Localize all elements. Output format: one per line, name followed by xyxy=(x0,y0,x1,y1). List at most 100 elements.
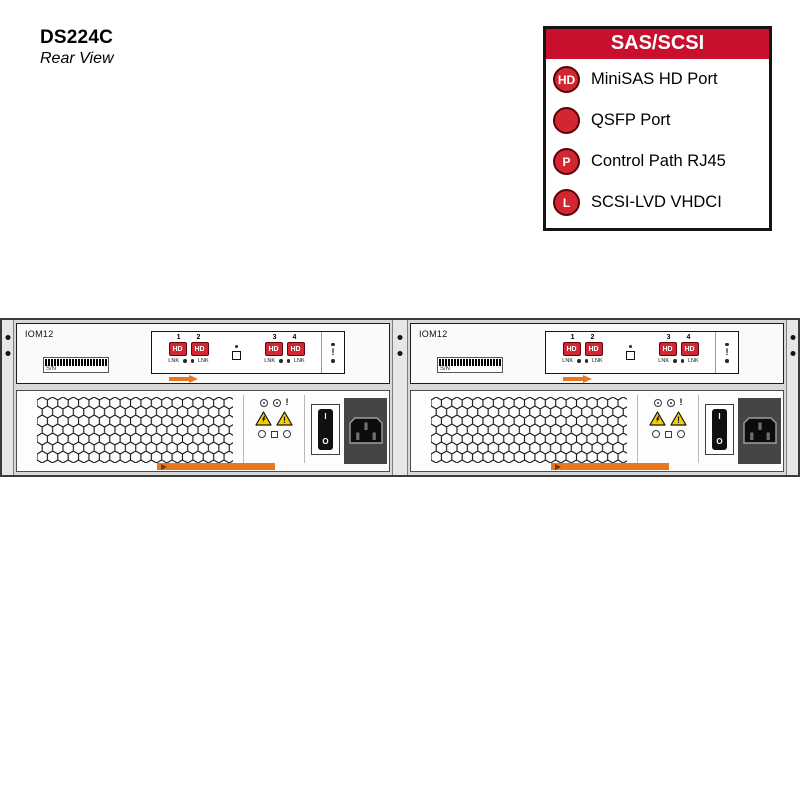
serial-tag: S/N xyxy=(43,357,109,373)
link-led-icon xyxy=(577,359,581,363)
switch-off-label: O xyxy=(716,437,723,446)
indicator-icon xyxy=(270,430,278,438)
port-number: 2 xyxy=(590,334,595,341)
link-led-icon xyxy=(680,359,684,363)
screw-icon xyxy=(397,351,403,356)
cam-latch xyxy=(169,375,198,383)
scsi-lvd-vhdci-icon: L xyxy=(553,189,580,216)
port-group-3-4: 3 4 HD HD LNK LNK xyxy=(248,332,321,373)
legend-label: Control Path RJ45 xyxy=(591,152,726,170)
lnk-label: LNK xyxy=(198,358,209,364)
minisas-hd-port-2: HD xyxy=(190,342,209,356)
arrow-right-icon xyxy=(161,463,167,470)
center-divider xyxy=(392,320,408,475)
lnk-label: LNK xyxy=(592,358,603,364)
minisas-hd-port-3: HD xyxy=(658,342,677,356)
hd-port-label: HD xyxy=(172,345,183,353)
legend-item-control-path: P Control Path RJ45 xyxy=(546,141,769,182)
minisas-hd-port-4: HD xyxy=(286,342,305,356)
switch-off-label: O xyxy=(322,437,329,446)
legend-label: SCSI-LVD VHDCI xyxy=(591,193,722,211)
switch-on-label: I xyxy=(718,412,721,421)
serial-tag: S/N xyxy=(437,357,503,373)
square-icon xyxy=(232,351,241,361)
title-block: DS224C Rear View xyxy=(40,27,114,68)
hd-port-label: HD xyxy=(290,345,301,353)
hd-port-label: HD xyxy=(566,345,577,353)
psu-module-a: ! ! xyxy=(16,390,390,472)
mounting-ear-left xyxy=(2,320,14,475)
indicator-icon xyxy=(282,430,291,438)
screw-icon xyxy=(790,351,795,356)
warning-icon: ! xyxy=(276,411,293,426)
lnk-label: LNK xyxy=(658,358,669,364)
lnk-label: LNK xyxy=(688,358,699,364)
port-numbers: 1 2 xyxy=(177,334,201,341)
lnk-label: LNK xyxy=(168,358,179,364)
port-number: 3 xyxy=(272,334,277,341)
port-number: 1 xyxy=(570,334,575,341)
indicator-icon xyxy=(676,430,685,438)
power-switch: I O xyxy=(311,404,340,455)
minisas-hd-port-2: HD xyxy=(584,342,603,356)
screw-icon xyxy=(5,351,10,356)
legend-box: SAS/SCSI HD MiniSAS HD Port QSFP Port P … xyxy=(543,26,772,231)
port-group-1-2: 1 2 HD HD LNK LNK xyxy=(152,332,225,373)
port-numbers: 3 4 xyxy=(667,334,691,341)
link-led-icon xyxy=(673,359,677,363)
attention-icon: ! xyxy=(725,347,729,357)
indicator-icon xyxy=(257,430,266,438)
alert-glyph: ! xyxy=(677,415,680,425)
port-numbers: 3 4 xyxy=(273,334,297,341)
chassis-half-left: IOM12 S/N 1 2 HD HD xyxy=(14,320,392,475)
minisas-hd-port-1: HD xyxy=(562,342,581,356)
iom-label: IOM12 xyxy=(25,329,54,339)
indicator-icon xyxy=(651,430,660,438)
status-led-icon xyxy=(653,398,662,407)
electric-warning-icon xyxy=(255,411,272,426)
legend-item-minisas: HD MiniSAS HD Port xyxy=(546,59,769,100)
barcode-icon xyxy=(439,359,501,366)
status-led-icon xyxy=(259,398,268,407)
hd-port-label: HD xyxy=(684,345,695,353)
attention-icon: ! xyxy=(679,397,683,407)
power-inlet-panel xyxy=(344,398,387,464)
minisas-hd-port-4: HD xyxy=(680,342,699,356)
link-led-icon xyxy=(286,359,290,363)
status-led-icon xyxy=(725,342,729,346)
barcode-icon xyxy=(45,359,107,366)
port-number: 4 xyxy=(292,334,297,341)
arrow-right-icon xyxy=(583,375,592,383)
minisas-hd-port-1: HD xyxy=(168,342,187,356)
screw-icon xyxy=(5,335,10,340)
status-led-icon xyxy=(272,398,281,407)
power-inlet-panel xyxy=(738,398,781,464)
cam-latch xyxy=(563,375,592,383)
square-icon xyxy=(626,351,635,361)
link-led-icon xyxy=(279,359,283,363)
link-led-icon xyxy=(190,359,194,363)
port-number: 3 xyxy=(666,334,671,341)
psu-mini-icons xyxy=(257,430,291,438)
latch-bar xyxy=(169,377,189,381)
port-numbers: 1 2 xyxy=(571,334,595,341)
attention-icon: ! xyxy=(285,397,289,407)
minisas-hd-port-3: HD xyxy=(264,342,283,356)
power-switch: I O xyxy=(705,404,734,455)
lnk-label: LNK xyxy=(264,358,275,364)
iec-c14-inlet-icon xyxy=(348,417,383,444)
hd-port-label: HD xyxy=(662,345,673,353)
warning-icon: ! xyxy=(670,411,687,426)
qsfp-port-icon xyxy=(553,107,580,134)
lnk-label: LNK xyxy=(294,358,305,364)
lnk-label: LNK xyxy=(562,358,573,364)
status-led-icon xyxy=(331,342,335,346)
sas-port-panel: 1 2 HD HD LNK LNK xyxy=(545,331,739,374)
mounting-ear-right xyxy=(786,320,798,475)
chassis-half-right: IOM12 S/N 1 2 HD HD xyxy=(408,320,786,475)
rocker-switch-icon: I O xyxy=(712,409,727,450)
hd-port-label: HD xyxy=(268,345,279,353)
psu-mini-icons xyxy=(651,430,685,438)
serial-label: S/N xyxy=(440,366,451,372)
